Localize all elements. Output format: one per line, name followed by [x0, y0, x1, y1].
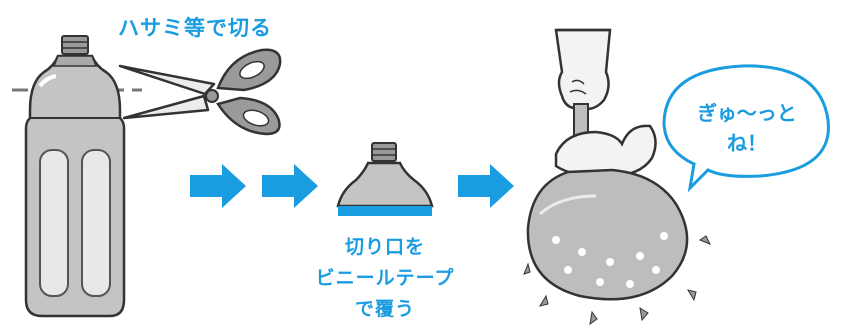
- bottle-icon: [24, 35, 126, 318]
- cut-instruction: ハサミ等で切る: [118, 16, 272, 40]
- speech-bubble-text: ぎゅ〜っと ね！: [672, 98, 822, 158]
- cover-instruction-line: 切り口を: [344, 236, 425, 258]
- arrow-right-icon: [262, 164, 318, 208]
- bottle-top-icon: [336, 142, 434, 216]
- speech-bubble: [662, 64, 830, 193]
- speech-bubble-line: ぎゅ〜っと: [697, 101, 797, 125]
- scissors-icon: [118, 48, 282, 136]
- balloon-icon: [523, 168, 712, 326]
- cover-instruction: 切り口を ビニールテープ で覆う: [300, 232, 470, 325]
- arrow-right-icon: [458, 164, 514, 208]
- cover-instruction-line: で覆う: [354, 298, 415, 320]
- speech-bubble-line: ね！: [727, 131, 767, 155]
- cover-instruction-line: ビニールテープ: [315, 267, 455, 289]
- hand-icon: [554, 28, 657, 178]
- arrow-right-icon: [190, 164, 246, 208]
